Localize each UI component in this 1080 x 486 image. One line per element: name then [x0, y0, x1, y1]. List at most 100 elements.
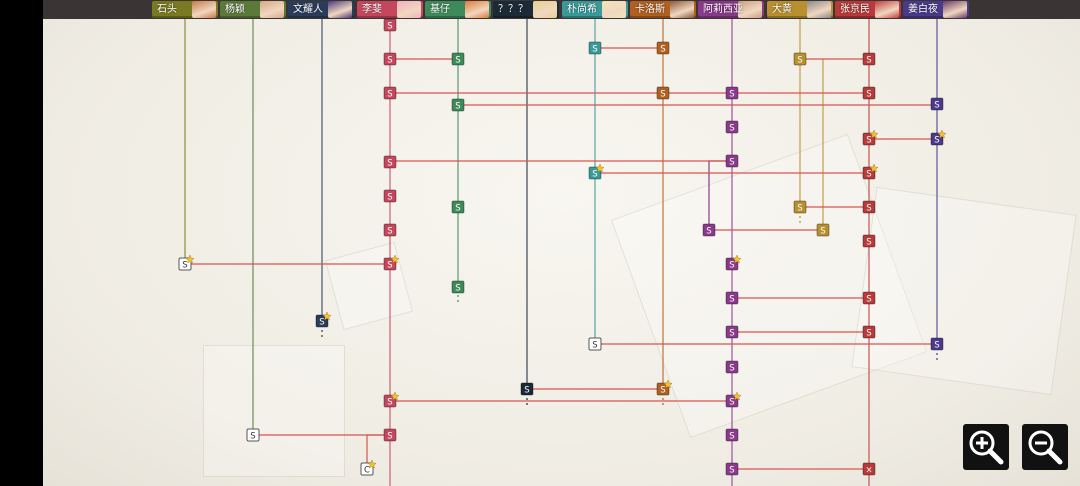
character-chip[interactable]: 李斐 — [357, 1, 423, 18]
character-portrait — [397, 1, 421, 18]
story-node[interactable]: S — [520, 382, 534, 396]
story-node[interactable]: S — [656, 379, 673, 396]
character-chip[interactable]: 张京民 — [835, 1, 901, 18]
story-node[interactable]: S — [315, 311, 332, 328]
story-node[interactable]: S — [383, 86, 397, 100]
story-node[interactable]: S — [793, 52, 807, 66]
character-chip[interactable]: 卡洛斯 — [630, 1, 696, 18]
story-node[interactable]: S — [383, 155, 397, 169]
story-node[interactable]: S — [383, 391, 400, 408]
node-label: S — [729, 432, 734, 442]
choice-node[interactable]: C — [360, 459, 377, 476]
story-node[interactable]: S — [383, 189, 397, 203]
decor-card — [203, 345, 345, 477]
node-box — [725, 428, 739, 442]
character-portrait — [328, 1, 352, 18]
story-node[interactable]: S — [862, 163, 879, 180]
node-label: S — [660, 90, 665, 100]
character-name: 石头 — [157, 4, 177, 15]
character-chip[interactable]: 杨颖 — [220, 1, 286, 18]
story-node[interactable]: S — [725, 325, 739, 339]
character-chip[interactable]: 基仔 — [425, 1, 491, 18]
node-box — [862, 86, 876, 100]
node-label: S — [592, 45, 597, 55]
story-node[interactable]: S — [588, 41, 602, 55]
story-node[interactable]: S — [725, 120, 739, 134]
story-node[interactable]: S — [725, 154, 739, 168]
story-node[interactable]: S — [725, 428, 739, 442]
story-node[interactable]: S — [588, 337, 602, 351]
story-node[interactable]: S — [178, 254, 195, 271]
story-node[interactable]: S — [451, 200, 465, 214]
star-icon — [732, 391, 742, 401]
story-node[interactable]: S — [451, 280, 465, 294]
zoom-in-button[interactable] — [963, 424, 1009, 470]
character-name: 张京民 — [840, 4, 870, 15]
story-node[interactable]: S — [725, 360, 739, 374]
story-node[interactable]: S — [793, 200, 807, 214]
node-box — [725, 462, 739, 476]
story-node[interactable]: S — [383, 18, 397, 32]
zoom-out-button[interactable] — [1022, 424, 1068, 470]
story-node[interactable]: S — [725, 391, 742, 408]
story-node[interactable]: S — [383, 254, 400, 271]
character-portrait — [465, 1, 489, 18]
character-name: 朴尚希 — [567, 4, 597, 15]
story-node[interactable]: S — [725, 254, 742, 271]
story-node[interactable]: S — [246, 428, 260, 442]
node-box — [451, 52, 465, 66]
node-label: S — [387, 432, 392, 442]
story-node[interactable]: S — [725, 291, 739, 305]
character-chip[interactable]: 姜白夜 — [903, 1, 969, 18]
node-box — [656, 86, 670, 100]
story-node[interactable]: S — [451, 98, 465, 112]
character-chip[interactable]: 阿莉西亚 — [698, 1, 764, 18]
star-icon — [367, 459, 377, 469]
story-node[interactable]: S — [930, 97, 944, 111]
node-label: S — [866, 170, 871, 180]
story-node[interactable]: S — [862, 234, 876, 248]
story-node[interactable]: S — [725, 462, 739, 476]
node-label: S — [660, 45, 665, 55]
story-node[interactable]: S — [383, 223, 397, 237]
node-box — [793, 200, 807, 214]
node-label: S — [729, 90, 734, 100]
story-node[interactable]: S — [588, 163, 605, 180]
node-label: S — [729, 295, 734, 305]
story-node[interactable]: S — [383, 428, 397, 442]
story-node[interactable]: S — [862, 129, 879, 146]
story-node[interactable]: S — [702, 223, 716, 237]
node-label: S — [866, 56, 871, 66]
character-chip[interactable]: 朴尚希 — [562, 1, 628, 18]
character-chip[interactable]: 石头 — [152, 1, 218, 18]
story-node[interactable]: S — [862, 52, 876, 66]
story-node[interactable]: S — [816, 223, 830, 237]
character-chip[interactable]: 文耀人 — [288, 1, 354, 18]
story-node[interactable]: S — [862, 200, 876, 214]
story-node[interactable]: S — [862, 86, 876, 100]
node-box — [793, 52, 807, 66]
character-chip[interactable]: 大黄 — [767, 1, 833, 18]
node-label: S — [729, 398, 734, 408]
node-box — [862, 462, 876, 476]
star-icon — [937, 129, 947, 139]
story-node[interactable]: S — [862, 325, 876, 339]
story-canvas[interactable] — [43, 0, 1080, 486]
story-node[interactable]: S — [656, 41, 670, 55]
story-node[interactable]: S — [383, 52, 397, 66]
story-node[interactable]: S — [451, 52, 465, 66]
character-name: 基仔 — [430, 4, 450, 15]
star-icon — [869, 129, 879, 139]
node-label: S — [729, 158, 734, 168]
story-node[interactable]: S — [930, 337, 944, 351]
story-node[interactable]: S — [725, 86, 739, 100]
node-label: S — [387, 227, 392, 237]
story-node[interactable]: S — [656, 86, 670, 100]
character-chip[interactable]: ？？？ — [493, 1, 559, 18]
node-label: S — [387, 398, 392, 408]
locked-node[interactable]: × — [862, 462, 876, 476]
character-name: 杨颖 — [225, 4, 245, 15]
story-node[interactable]: S — [862, 291, 876, 305]
story-node[interactable]: S — [930, 129, 947, 146]
